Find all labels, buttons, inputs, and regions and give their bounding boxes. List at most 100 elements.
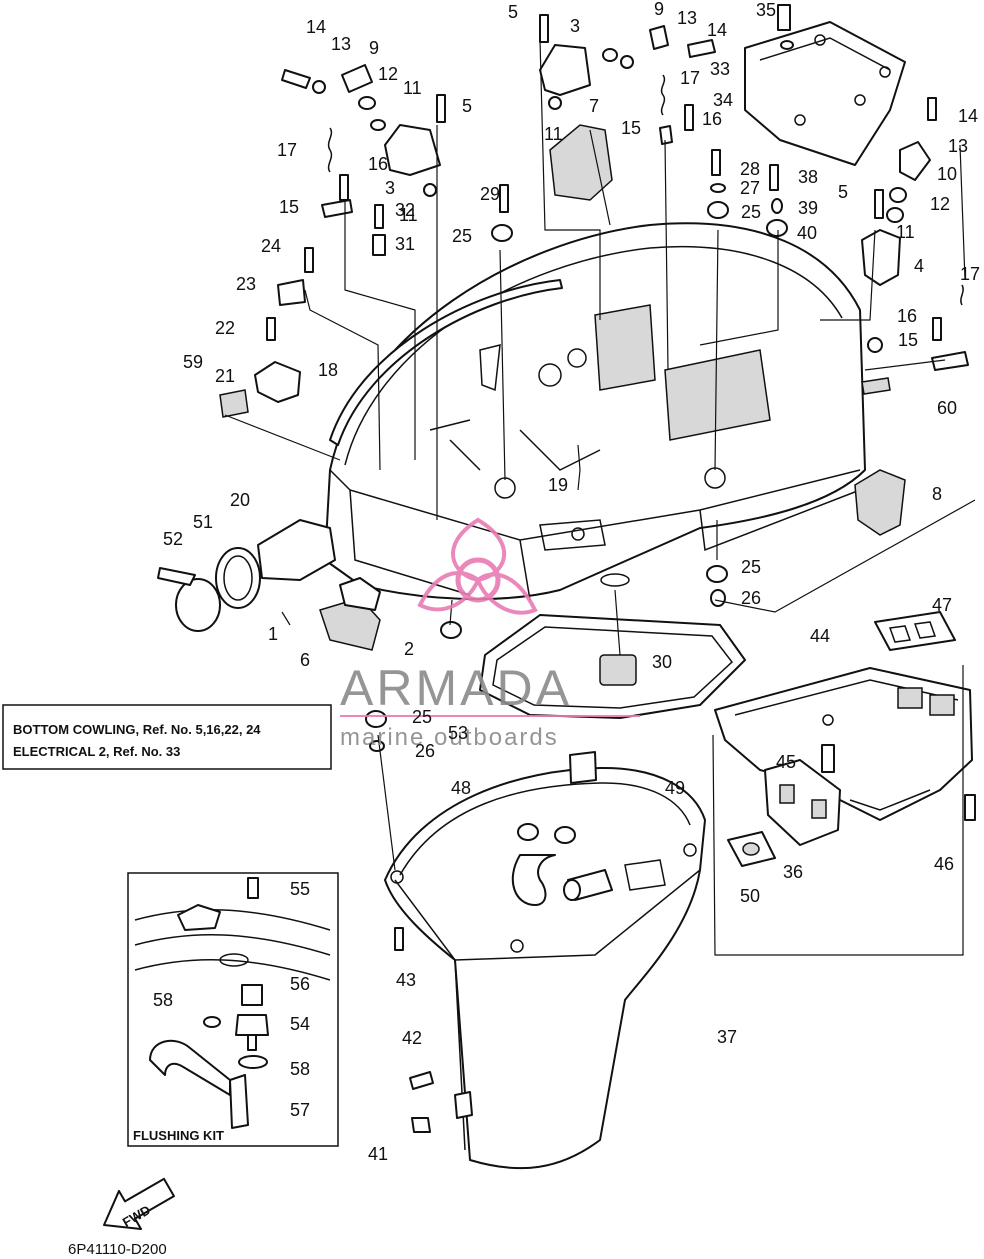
callout: 11 — [544, 124, 563, 144]
callout: 11 — [399, 205, 418, 225]
callout-numbers: 1 2 3 3 4 5 5 5 6 7 8 9 9 10 11 11 11 11… — [153, 0, 980, 1164]
callout: 37 — [717, 1027, 737, 1047]
callout: 16 — [702, 109, 722, 129]
callout: 15 — [621, 118, 641, 138]
callout: 59 — [183, 352, 203, 372]
callout: 44 — [810, 626, 830, 646]
callout: 54 — [290, 1014, 310, 1034]
callout: 41 — [368, 1144, 388, 1164]
fwd-arrow-icon — [103, 1177, 175, 1231]
callout: 20 — [230, 490, 250, 510]
callout: 11 — [896, 222, 915, 242]
diagram-code: 6P41110-D200 — [68, 1241, 167, 1258]
callout: 40 — [797, 223, 817, 243]
callout: 8 — [932, 484, 942, 504]
callout: 45 — [776, 752, 796, 772]
callout: 39 — [798, 198, 818, 218]
callout: 51 — [193, 512, 213, 532]
watermark-tagline: marine outboards — [340, 724, 559, 751]
callout: 35 — [756, 0, 776, 20]
callout: 56 — [290, 974, 310, 994]
callout: 17 — [680, 68, 700, 88]
callout: 24 — [261, 236, 281, 256]
callout: 13 — [948, 136, 968, 156]
gasket-47 — [874, 611, 956, 651]
callout: 25 — [452, 226, 472, 246]
bracket-34 — [744, 21, 906, 166]
callout: 13 — [331, 34, 351, 54]
callout: 50 — [740, 886, 760, 906]
watermark-brand: ARMADA — [340, 660, 572, 716]
bottom-cowling — [324, 222, 866, 601]
flushing-kit-label: FLUSHING KIT — [133, 1128, 224, 1143]
callout: 46 — [934, 854, 954, 874]
callout: 57 — [290, 1100, 310, 1120]
callout: 30 — [652, 652, 672, 672]
clamp-52 — [175, 578, 221, 632]
callout: 12 — [930, 194, 950, 214]
note-line-2: ELECTRICAL 2, Ref. No. 33 — [13, 744, 180, 759]
cap-10 — [899, 141, 931, 181]
holder-21 — [254, 361, 301, 403]
callout: 3 — [570, 16, 580, 36]
callout: 1 — [268, 624, 278, 644]
callout: 16 — [368, 154, 388, 174]
callout: 32 — [395, 200, 415, 220]
callout: 25 — [412, 707, 432, 727]
callout: 5 — [462, 96, 472, 116]
callout: 16 — [897, 306, 917, 326]
callout: 25 — [741, 202, 761, 222]
bolt-45 — [821, 744, 835, 773]
armada-watermark: ARMADA marine outboards — [340, 517, 640, 751]
fasteners — [219, 4, 976, 1133]
callout: 42 — [402, 1028, 422, 1048]
callout: 7 — [589, 96, 599, 116]
callout: 29 — [480, 184, 500, 204]
callout: 12 — [378, 64, 398, 84]
callout: 4 — [914, 256, 924, 276]
callout: 25 — [741, 557, 761, 577]
callout: 3 — [385, 178, 395, 198]
callout: 19 — [548, 475, 568, 495]
callout: 14 — [958, 106, 978, 126]
callout: 33 — [710, 59, 730, 79]
callout: 2 — [404, 639, 414, 659]
cover-7 — [549, 124, 613, 201]
callout: 58 — [153, 990, 173, 1010]
grommet-30 — [599, 654, 637, 686]
callout: 9 — [369, 38, 379, 58]
callout: 14 — [707, 20, 727, 40]
apron — [384, 751, 706, 1170]
callout: 23 — [236, 274, 256, 294]
leader-lines — [224, 39, 976, 956]
callout: 15 — [279, 197, 299, 217]
note-line-1: BOTTOM COWLING, Ref. No. 5,16,22, 24 — [13, 722, 261, 737]
callout: 5 — [508, 2, 518, 22]
callout: 15 — [898, 330, 918, 350]
callout: 43 — [396, 970, 416, 990]
callout: 55 — [290, 879, 310, 899]
callout: 53 — [448, 723, 468, 743]
callout: 18 — [318, 360, 338, 380]
callout: 47 — [932, 595, 952, 615]
callout: 49 — [665, 778, 685, 798]
callout: 27 — [740, 178, 760, 198]
reference-note-box: BOTTOM COWLING, Ref. No. 5,16,22, 24 ELE… — [2, 704, 332, 770]
callout: 38 — [798, 167, 818, 187]
bracket-8 — [854, 469, 906, 536]
callout: 6 — [300, 650, 310, 670]
callout: 21 — [215, 366, 235, 386]
callout: 58 — [290, 1059, 310, 1079]
callout: 13 — [677, 8, 697, 28]
bracket-3-upper — [539, 44, 591, 96]
bracket-4 — [861, 229, 901, 286]
callout: 48 — [451, 778, 471, 798]
callout: 36 — [783, 862, 803, 882]
callout: 31 — [395, 234, 415, 254]
callout: 34 — [713, 90, 733, 110]
callout: 9 — [654, 0, 664, 19]
callout: 26 — [741, 588, 761, 608]
callout: 14 — [306, 17, 326, 37]
callout: 10 — [937, 164, 957, 184]
